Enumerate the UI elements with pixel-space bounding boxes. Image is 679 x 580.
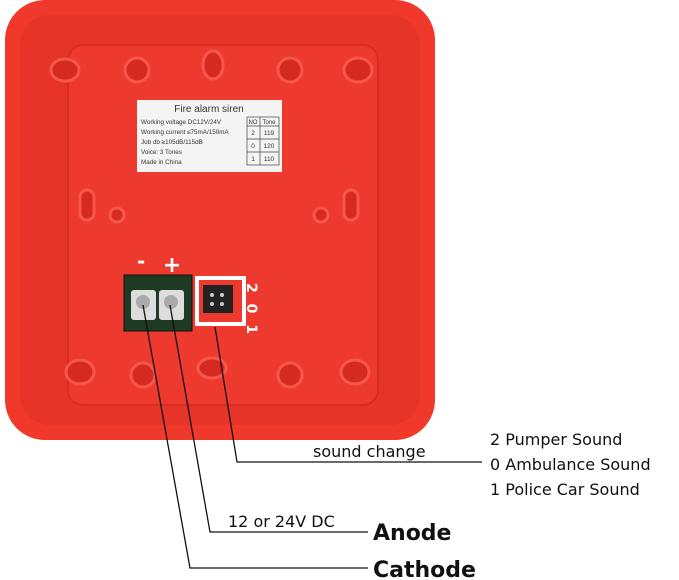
anode-label: Anode (373, 521, 451, 546)
mounting-hole (339, 358, 371, 386)
mounting-plate (67, 44, 379, 406)
sound-change-line (214, 326, 482, 463)
table-cell: 119 (264, 130, 275, 137)
keyhole-slot (78, 188, 96, 222)
table-cell: 2 (251, 130, 255, 137)
sound-change-label: sound change (313, 442, 426, 461)
mounting-hole (64, 358, 96, 386)
mounting-holes (49, 49, 374, 389)
table-header: NO (249, 120, 258, 126)
keyhole-slot (342, 188, 360, 222)
spec-line: Made in China (141, 159, 182, 166)
table-cell: 120 (264, 143, 275, 150)
mounting-hole (342, 56, 374, 84)
table-cell: 1 (251, 156, 255, 163)
leader-lines (142, 304, 482, 569)
spec-line: Working voltage DC12V/24V (141, 119, 222, 126)
cathode-line (142, 304, 368, 569)
sound-option: 2 Pumper Sound (490, 430, 622, 449)
mounting-hole (123, 56, 151, 84)
mounting-hole (276, 56, 304, 84)
terminal-block (123, 274, 193, 332)
spec-line: Voice: 3 Tones (141, 149, 182, 156)
mounting-hole (108, 206, 126, 224)
plus-sign: + (163, 253, 181, 278)
spec-line: Job db ≥105dB/115dB (141, 139, 203, 146)
table-header: Tone (262, 120, 276, 126)
anode-line (169, 304, 368, 533)
sound-option: 0 Ambulance Sound (490, 455, 651, 474)
table-cell: 110 (264, 156, 275, 163)
spec-line: Working current ≤75mA/150mA (141, 129, 229, 136)
sound-option: 1 Police Car Sound (490, 480, 640, 499)
mounting-hole (196, 356, 228, 380)
tone-selector-jumper (195, 276, 246, 326)
mounting-hole (276, 361, 304, 389)
switch-position-label: 2 0 1 (243, 283, 259, 337)
voltage-label: 12 or 24V DC (228, 512, 335, 531)
tone-table (246, 116, 280, 166)
table-cell: 0 (251, 143, 255, 150)
label-title: Fire alarm siren (174, 104, 243, 115)
mounting-hole (201, 49, 225, 81)
mounting-hole (312, 206, 330, 224)
cathode-label: Cathode (373, 558, 476, 580)
minus-sign: - (137, 249, 145, 273)
spec-label: Fire alarm siren Working voltage DC12V/2… (137, 100, 282, 172)
mounting-hole (129, 361, 157, 389)
mounting-hole (49, 57, 81, 83)
